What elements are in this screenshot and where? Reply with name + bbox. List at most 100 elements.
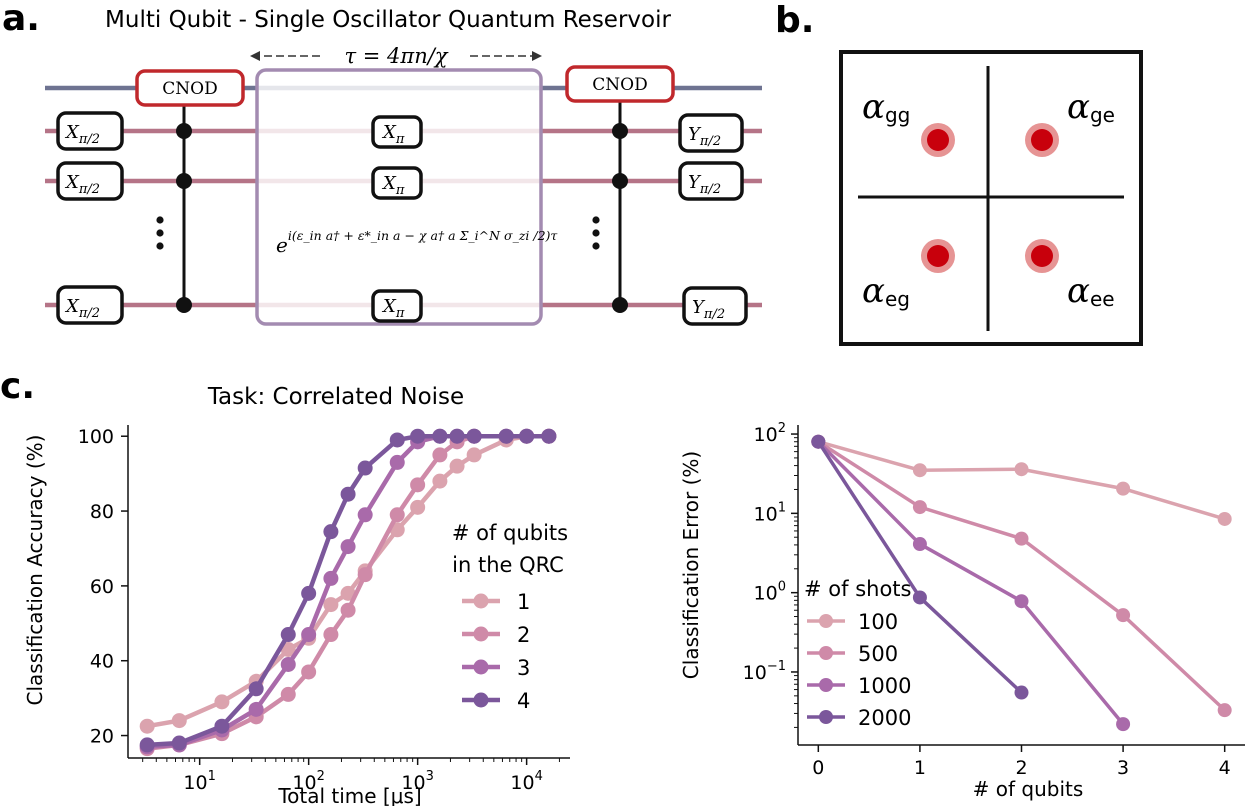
data-point <box>519 428 535 444</box>
data-point <box>139 737 155 753</box>
x-tick-label: 101 <box>183 769 215 794</box>
data-point <box>248 701 264 717</box>
svg-text:Xπ/2: Xπ/2 <box>64 172 100 197</box>
y-tick-label: 102 <box>754 421 786 446</box>
data-point <box>139 718 155 734</box>
legend-entry-label: 100 <box>858 610 898 634</box>
control-dots <box>176 123 628 313</box>
data-point <box>357 507 373 523</box>
svg-text:Xπ: Xπ <box>381 296 405 321</box>
data-point <box>301 585 317 601</box>
data-point <box>323 627 339 643</box>
data-point <box>301 664 317 680</box>
data-point <box>1116 608 1131 623</box>
coherent-state-gg <box>921 123 955 157</box>
data-point <box>280 686 296 702</box>
legend-entry-label: 3 <box>517 656 530 680</box>
gate-x-half-n: Xπ/2 <box>56 285 124 325</box>
svg-text:Xπ/2: Xπ/2 <box>64 122 100 147</box>
accuracy-chart-xlabel: Total time [μs] <box>277 784 421 806</box>
error-chart-xlabel: # of qubits <box>973 777 1084 801</box>
data-point <box>1014 594 1029 609</box>
gate-x-pi-2: Xπ <box>371 166 423 200</box>
label-alpha-ee: αee <box>1067 271 1115 311</box>
data-point <box>1116 717 1131 732</box>
accuracy-chart-axes <box>127 425 570 759</box>
tau-annotation: τ = 4πn/χ <box>250 44 542 68</box>
series-2000 <box>811 434 1029 700</box>
data-point <box>1116 481 1131 496</box>
svg-text:Yπ/2: Yπ/2 <box>688 172 721 197</box>
data-point <box>357 460 373 476</box>
data-point <box>280 656 296 672</box>
gate-x-half-2: Xπ/2 <box>56 161 124 201</box>
data-point <box>340 585 356 601</box>
gate-x-pi-1: Xπ <box>371 115 423 149</box>
panel-c: c. Task: Correlated Noise 20406080100101… <box>0 366 1245 806</box>
x-tick-label: 104 <box>510 769 542 794</box>
legend-title-line-2: in the QRC <box>452 553 564 577</box>
x-tick-label: 4 <box>1219 757 1231 779</box>
data-point <box>410 428 426 444</box>
control-dot <box>612 123 628 139</box>
panel-a-title: Multi Qubit - Single Oscillator Quantum … <box>105 7 671 33</box>
control-dot <box>176 123 192 139</box>
legend-swatch-marker <box>819 646 833 660</box>
coherent-state-ee <box>1025 239 1059 273</box>
data-point <box>280 627 296 643</box>
data-point <box>1014 685 1029 700</box>
x-tick-label: 102 <box>292 769 324 794</box>
panel-c-label: c. <box>0 366 35 407</box>
svg-text:Xπ/2: Xπ/2 <box>64 296 100 321</box>
data-point <box>1014 531 1029 546</box>
data-point <box>248 681 264 697</box>
gate-x-half-1: Xπ/2 <box>56 111 124 151</box>
series-line <box>146 433 549 729</box>
legend-swatch-marker <box>819 710 833 724</box>
data-point <box>449 428 465 444</box>
legend-swatch-marker <box>473 626 489 642</box>
data-point <box>214 694 230 710</box>
data-point <box>214 718 230 734</box>
svg-text:Xπ: Xπ <box>381 122 405 147</box>
cnod-label: CNOD <box>162 79 217 99</box>
y-tick-label: 100 <box>754 580 786 605</box>
data-point <box>301 627 317 643</box>
svg-text:Yπ/2: Yπ/2 <box>688 124 721 149</box>
legend-title: # of shots <box>804 577 911 601</box>
data-point <box>432 428 448 444</box>
data-point <box>340 539 356 555</box>
legend-entry-label: 500 <box>858 642 898 666</box>
chart-left-title: Task: Correlated Noise <box>207 384 464 410</box>
series-100 <box>811 434 1232 526</box>
cnod-gate-right: CNOD <box>565 65 675 103</box>
data-point <box>912 463 927 478</box>
data-point <box>389 454 405 470</box>
control-dot <box>612 297 628 313</box>
panel-b-label: b. <box>775 0 814 41</box>
label-alpha-eg: αeg <box>862 271 910 311</box>
y-tick-label: 20 <box>90 726 114 748</box>
series-4 <box>139 428 557 753</box>
panel-a-label: a. <box>2 0 40 39</box>
y-tick-label: 10−1 <box>743 659 786 684</box>
legend-swatch-marker <box>819 614 833 628</box>
data-point <box>432 447 448 463</box>
legend-title-line-1: # of qubits <box>452 521 568 545</box>
legend-swatch-marker <box>819 678 833 692</box>
cnod-label: CNOD <box>592 75 647 95</box>
label-alpha-gg: αgg <box>862 87 910 127</box>
data-point <box>323 570 339 586</box>
accuracy-chart-ylabel: Classification Accuracy (%) <box>23 435 47 706</box>
error-chart-ylabel: Classification Error (%) <box>679 451 703 679</box>
x-tick-label: 1 <box>914 757 926 779</box>
gate-y-half-1: Yπ/2 <box>678 113 744 153</box>
vertical-ellipsis-icon <box>156 216 600 250</box>
coherent-state-ge <box>1025 123 1059 157</box>
panel-b: b. αgg αge αeg αee <box>775 0 1143 346</box>
svg-text:Xπ: Xπ <box>381 173 405 198</box>
data-point <box>340 602 356 618</box>
